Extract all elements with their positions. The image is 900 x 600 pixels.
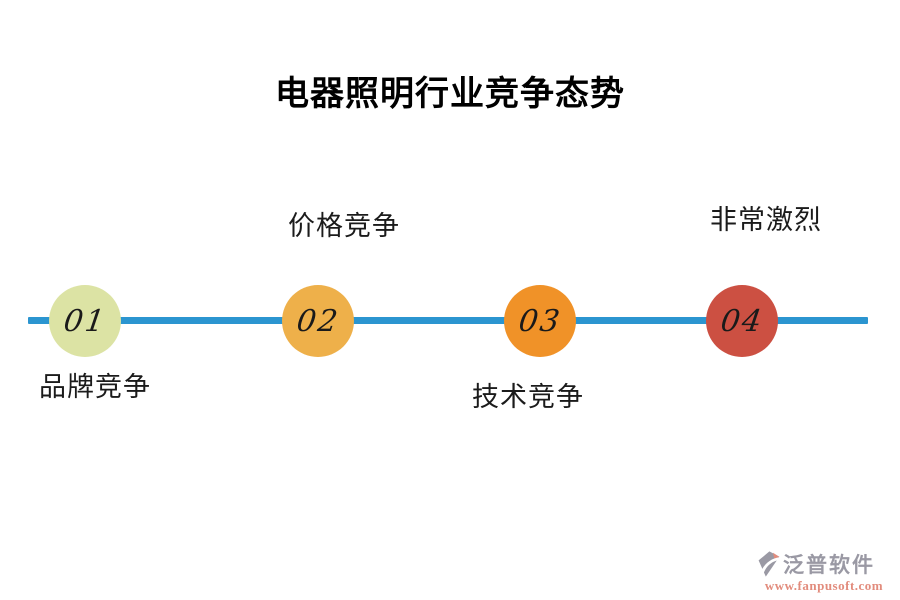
milestone-label-very-intense: 非常激烈 [710, 205, 822, 235]
milestone-number: 04 [718, 303, 766, 339]
timeline-line [28, 317, 868, 324]
milestone-circle-04: 04 [706, 285, 778, 357]
milestone-circle-01: 01 [49, 285, 121, 357]
watermark: 泛普软件 www.fanpusoft.com [755, 549, 893, 594]
milestone-number: 03 [516, 303, 564, 339]
milestone-circle-03: 03 [504, 285, 576, 357]
milestone-number: 02 [294, 303, 342, 339]
milestone-label-price-competition: 价格竞争 [288, 211, 400, 241]
fanpu-logo-icon [758, 551, 780, 577]
page-title: 电器照明行业竞争态势 [275, 76, 625, 113]
milestone-circle-02: 02 [282, 285, 354, 357]
milestone-label-brand-competition: 品牌竞争 [39, 372, 151, 402]
milestone-number: 01 [61, 303, 109, 339]
watermark-brand-text: 泛普软件 [783, 553, 875, 577]
watermark-url-text: www.fanpusoft.com [764, 578, 884, 593]
milestone-label-tech-competition: 技术竞争 [472, 382, 584, 412]
